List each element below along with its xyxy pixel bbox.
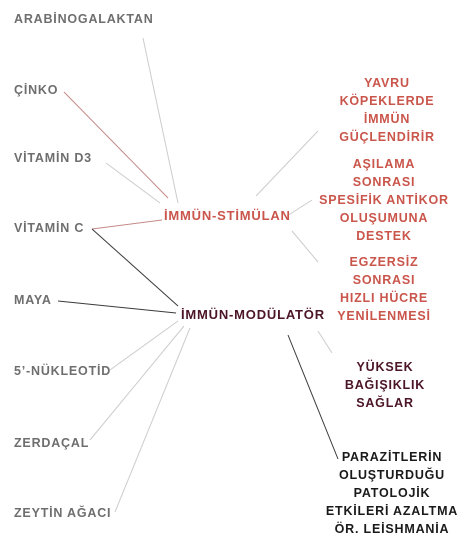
effect-egzersiz: EGZERSİZ SONRASI HIZLI HÜCRE YENİLENMESİ: [316, 253, 452, 325]
effect-asilama-line: SPESİFİK ANTİKOR: [319, 193, 449, 207]
line-arabinogalaktan-stimulant: [142, 37, 179, 204]
line-zeytin-modulator: [114, 327, 191, 513]
effect-egzersiz-line: YENİLENMESİ: [337, 309, 431, 323]
hub-immun-modulator: İMMÜN-MODÜLATÖR: [181, 307, 325, 322]
hub-immun-stimulan: İMMÜN-STİMÜLAN: [164, 208, 291, 223]
line-maya-modulator: [57, 300, 177, 314]
ingredient-nukleotid: 5’-NÜKLEOTİD: [14, 364, 112, 378]
line-modulator-parazit: [287, 334, 339, 460]
ingredient-arabinogalaktan: ARABİNOGALAKTAN: [14, 12, 154, 26]
effect-yuksek-line: SAĞLAR: [356, 396, 414, 410]
effect-asilama: AŞILAMA SONRASI SPESİFİK ANTİKOR OLUŞUMU…: [306, 155, 462, 245]
effect-yavru-line: İMMÜN: [363, 112, 411, 126]
ingredient-vitamin-c: VİTAMİN C: [14, 221, 85, 235]
ingredient-cinko: ÇİNKO: [14, 83, 59, 97]
ingredient-vitamin-d3: VİTAMİN D3: [14, 151, 92, 165]
effect-yavru-line: YAVRU: [364, 76, 410, 90]
effect-parazit-line: ETKİLERİ AZALTMA: [325, 504, 459, 518]
effect-parazit: PARAZİTLERİN OLUŞTURDUĞU PATOLOJİK ETKİL…: [324, 448, 460, 538]
effect-yuksek-line: BAĞIŞIKLIK: [344, 378, 426, 392]
ingredient-maya: MAYA: [14, 293, 52, 307]
effect-parazit-line: OLUŞTURDUĞU: [338, 468, 446, 482]
line-vitamin-c-modulator: [91, 228, 179, 307]
ingredient-zeytin-agaci: ZEYTİN AĞACI: [14, 506, 112, 520]
effect-asilama-line: SONRASI: [352, 175, 416, 189]
effect-egzersiz-line: EGZERSİZ: [349, 255, 419, 269]
line-zerdacal-modulator: [89, 325, 185, 441]
line-cinko-stimulant: [63, 91, 169, 199]
effect-parazit-line: ÖR. LEİSHMANİA: [334, 522, 450, 536]
effect-yavru-line: GÜÇLENDİRİR: [339, 130, 435, 144]
effect-parazit-line: PATOLOJİK: [353, 486, 431, 500]
ingredient-zerdacal: ZERDAÇAL: [14, 436, 90, 450]
effect-yavru-line: KÖPEKLERDE: [339, 94, 435, 108]
effect-parazit-line: PARAZİTLERİN: [341, 450, 443, 464]
line-vitamin-c-stimulant: [91, 219, 163, 230]
line-stimulant-asilama: [286, 199, 313, 217]
line-stimulant-yavru: [255, 130, 319, 197]
effect-asilama-line: DESTEK: [356, 229, 412, 243]
line-modulator-yuksek: [317, 330, 333, 354]
effect-yavru: YAVRU KÖPEKLERDE İMMÜN GÜÇLENDİRİR: [316, 74, 458, 146]
line-nukleotid-modulator: [109, 320, 179, 371]
effect-egzersiz-line: SONRASI: [352, 273, 416, 287]
effect-asilama-line: OLUŞUMUNA: [339, 211, 429, 225]
line-stimulant-egzersiz: [291, 230, 319, 263]
line-vitamin-d3-stimulant: [105, 162, 161, 204]
effect-yuksek-line: YÜKSEK: [356, 360, 414, 374]
effect-egzersiz-line: HIZLI HÜCRE: [340, 291, 428, 305]
effect-asilama-line: AŞILAMA: [352, 157, 416, 171]
effect-yuksek: YÜKSEK BAĞIŞIKLIK SAĞLAR: [330, 358, 440, 412]
